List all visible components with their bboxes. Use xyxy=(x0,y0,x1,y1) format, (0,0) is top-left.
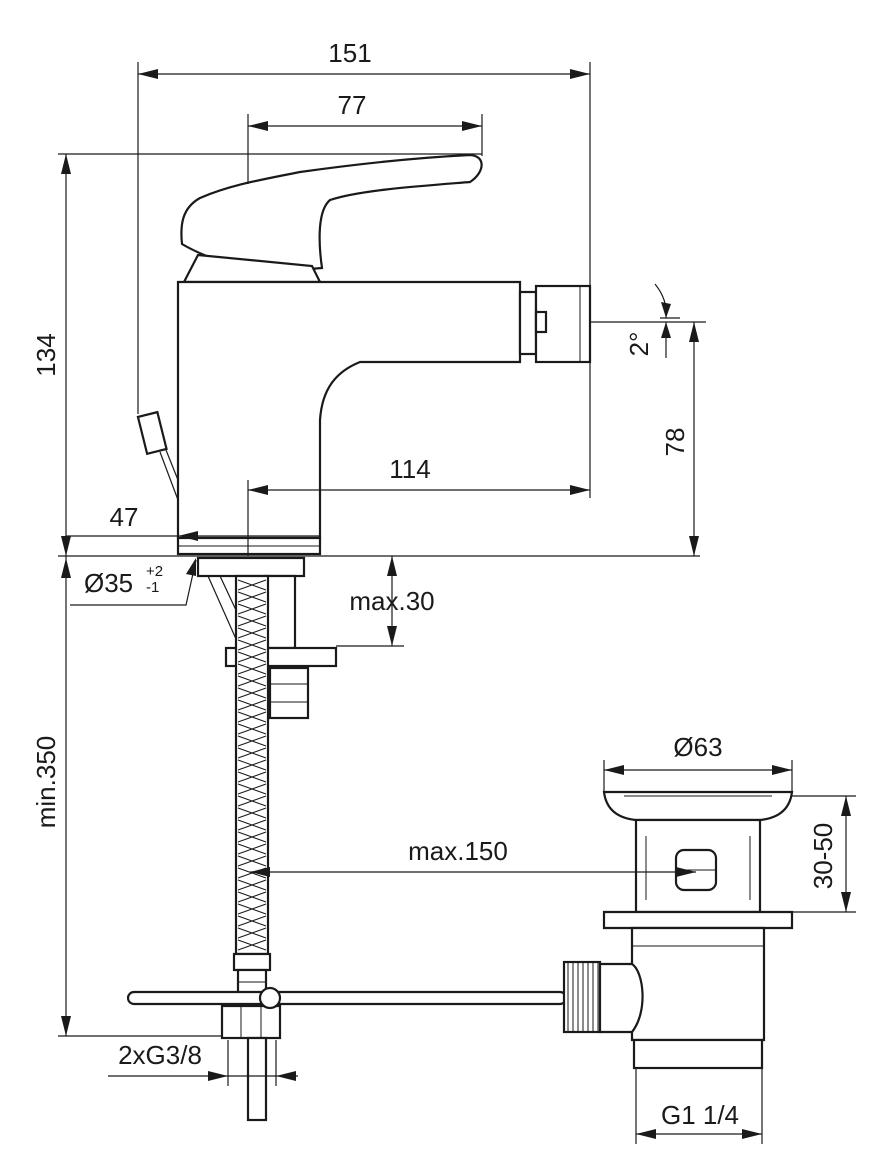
fixing-shank xyxy=(196,556,306,578)
dim-spout-height: 78 xyxy=(660,428,690,457)
dim-tolerance-plus: +2 xyxy=(146,563,163,580)
popup-knob xyxy=(136,410,168,456)
dim-base-offset: 47 xyxy=(110,502,139,532)
hose-ferrule xyxy=(232,952,272,972)
mixer-tap xyxy=(136,153,592,556)
dim-height: 134 xyxy=(31,333,61,376)
swivel-nozzle-ring xyxy=(518,290,538,356)
dimension-lines xyxy=(58,62,856,1144)
dim-waste-height: 30-50 xyxy=(808,823,838,890)
popup-waste xyxy=(562,790,794,1070)
rod-connector xyxy=(562,960,602,1034)
dim-angle: 2° xyxy=(624,332,654,357)
dim-waste-diameter: Ø63 xyxy=(673,732,722,762)
dim-min-length: min.350 xyxy=(31,736,61,829)
dim-handle-width: 77 xyxy=(338,90,367,120)
tap-body xyxy=(176,280,522,540)
waste-nut xyxy=(602,910,794,930)
dim-overall-width: 151 xyxy=(328,38,371,68)
braided-hose xyxy=(234,574,270,956)
dim-max-rod: max.150 xyxy=(408,836,508,866)
dim-connection: 2xG3/8 xyxy=(118,1040,202,1070)
waste-tailpiece xyxy=(630,926,766,1042)
dim-base-diameter: Ø35 xyxy=(84,568,133,598)
waste-pull-rod xyxy=(126,990,568,1006)
lever-handle xyxy=(180,153,483,272)
connector-nut xyxy=(220,1004,282,1040)
dim-spout-reach: 114 xyxy=(389,454,430,484)
dim-max-thickness: max.30 xyxy=(349,586,434,616)
dim-tolerance-minus: -1 xyxy=(146,579,159,596)
dim-waste-thread: G1 1/4 xyxy=(661,1100,739,1130)
fixing-nut xyxy=(268,666,310,720)
under-counter-fixings xyxy=(126,556,568,1122)
